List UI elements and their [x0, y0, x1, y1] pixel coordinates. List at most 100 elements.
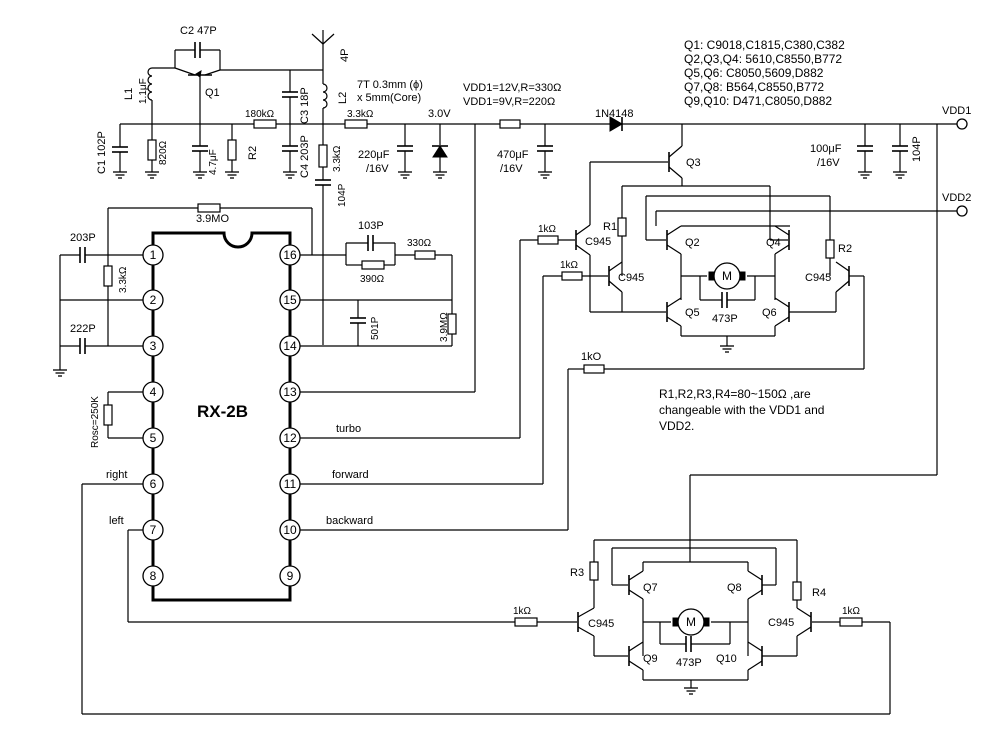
note-line-3: VDD2. — [659, 419, 694, 433]
r39m-label: 3.9MO — [196, 213, 229, 225]
c104b-label: 104P — [911, 136, 923, 162]
b2-r1k-a-label: 1kΩ — [513, 606, 532, 617]
pin-12: 12 — [283, 431, 297, 445]
q8-label: Q8 — [727, 582, 742, 594]
coil-spec-1: 7T 0.3mm (ϕ) — [357, 79, 423, 91]
transistor-q7 — [612, 562, 644, 656]
l2-label: L2 — [337, 92, 349, 104]
b2-cap-label: 473P — [676, 657, 702, 669]
r180-label: 180kΩ — [245, 109, 275, 120]
c220-label-b: /16V — [366, 163, 389, 175]
pin-10: 10 — [283, 523, 297, 537]
r33a-label: 3.3kΩ — [347, 109, 374, 120]
resistor-1k-left — [514, 617, 538, 627]
ic-right-pins: 16 15 14 13 12 11 10 9 — [279, 244, 301, 587]
c1-label: C1 102P — [96, 131, 108, 174]
transistor-q6 — [774, 297, 836, 336]
c203-label: 203P — [70, 232, 96, 244]
transistor-q3 — [668, 124, 683, 186]
resistor-3k3-vertical — [318, 144, 328, 168]
note-line-2: changeable with the VDD1 and — [659, 403, 824, 417]
c47-label: 4.7μF — [208, 149, 219, 175]
c104-label: 104P — [337, 183, 348, 207]
q10-label: Q10 — [716, 653, 737, 665]
bom-q2-q4: Q2,Q3,Q4: 5610,C8550,B772 — [684, 52, 842, 66]
pin-13: 13 — [283, 385, 297, 399]
r1-label: R1 — [603, 221, 617, 233]
q6-label: Q6 — [762, 307, 777, 319]
c103-label: 103P — [358, 220, 384, 232]
transistor-q5 — [590, 297, 682, 336]
vdd2-label: VDD2 — [942, 192, 971, 204]
transistor-q4 — [770, 225, 790, 300]
b1-c945b-label: C945 — [618, 272, 644, 284]
pin-6: 6 — [150, 477, 157, 491]
resistor-r1 — [617, 217, 627, 237]
motor-bridge-2: R3 R4 Q7 Q8 1kΩ C945 — [513, 539, 890, 695]
q2-label: Q2 — [685, 237, 700, 249]
resistor-1ko — [583, 364, 605, 374]
c220-label-a: 220μF — [358, 149, 390, 161]
supply-section: VDD1=12V,R=330Ω VDD1=9V,R=220Ω 470μF /16… — [463, 82, 971, 540]
r33b-label: 3.3kΩ — [332, 145, 343, 172]
resistor-820 — [147, 139, 157, 161]
resistor-390 — [361, 260, 385, 270]
r2-label: R2 — [838, 243, 852, 255]
resistor-3m9-top — [197, 203, 221, 213]
q1-label: Q1 — [205, 87, 220, 99]
vdd-note-2: VDD1=9V,R=220Ω — [463, 96, 555, 108]
c100-label-a: 100μF — [810, 143, 842, 155]
capacitor-c1 — [112, 140, 128, 179]
c3-label: C3 18P — [299, 87, 311, 124]
r1ko-label: 1kO — [581, 351, 602, 363]
transistor-q8 — [747, 562, 776, 656]
c470-label-b: /16V — [500, 163, 523, 175]
resistor-1k-turbo — [537, 235, 559, 245]
b1-r1k-a-label: 1kΩ — [538, 224, 557, 235]
resistor-r3 — [589, 561, 599, 581]
l1-value: 1.1μF — [138, 78, 149, 104]
r820-label: 820Ω — [158, 140, 169, 165]
inductor-l1 — [147, 67, 153, 101]
b2-r1k-b-label: 1kΩ — [842, 606, 861, 617]
vdd1-terminal — [956, 118, 968, 130]
resistor-1k-forward — [561, 271, 583, 281]
forward-label: forward — [332, 469, 369, 481]
vdd1-label: VDD1 — [942, 105, 971, 117]
resistor-180k — [253, 119, 277, 129]
backward-label: backward — [326, 515, 373, 527]
resistor-r4 — [792, 581, 802, 601]
diode-label: 1N4148 — [595, 108, 634, 120]
c2-label: C2 47P — [180, 25, 217, 37]
ant-label: 4P — [339, 49, 351, 62]
q7-label: Q7 — [643, 582, 658, 594]
b2-c945a-label: C945 — [588, 618, 614, 630]
resistor-1k-right — [839, 617, 863, 627]
l1-label: L1 — [123, 88, 135, 100]
c4-label: C4 203P — [299, 135, 311, 178]
right-label: right — [106, 469, 127, 481]
ic-name: RX-2B — [197, 402, 248, 421]
resistor-3k3-ic — [103, 265, 113, 287]
zener-diode — [432, 145, 448, 158]
pin-4: 4 — [150, 385, 157, 399]
pin-16: 16 — [283, 248, 297, 262]
r39m2-label: 3.9MΩ — [439, 312, 450, 342]
r3-label: R3 — [570, 567, 584, 579]
coil-spec-2: x 5mm(Core) — [357, 92, 421, 104]
q3-label: Q3 — [686, 157, 701, 169]
resistor-r2-bridge — [825, 239, 835, 259]
vdd-note-1: VDD1=12V,R=330Ω — [463, 82, 561, 94]
q4-label: Q4 — [766, 237, 781, 249]
transistor-q10 — [747, 641, 797, 680]
c470-label-a: 470μF — [497, 149, 529, 161]
bom-q7-q8: Q7,Q8: B564,C8550,B772 — [684, 80, 824, 94]
pin-2: 2 — [150, 293, 157, 307]
resistor-rosc — [103, 404, 113, 426]
ic-rx2b: RX-2B 1 2 3 4 5 6 7 8 16 15 14 13 12 11 … — [142, 231, 301, 602]
ic-external-components: 3.9MO 203P 3.3kΩ 222P Rosc=250K 103P — [52, 124, 891, 715]
transistor-q2 — [646, 225, 790, 300]
pin-15: 15 — [283, 293, 297, 307]
r4-label: R4 — [812, 587, 826, 599]
